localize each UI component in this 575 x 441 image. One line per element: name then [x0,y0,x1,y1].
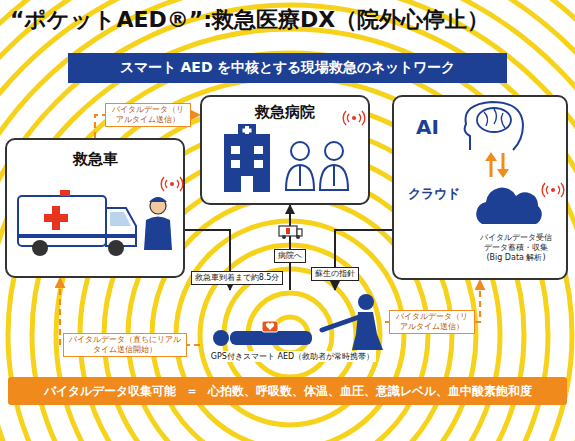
node-text: AI [416,115,439,139]
shape [241,176,253,192]
connector [335,230,392,290]
header-band: スマート AED を中核とする現場救急のネットワーク [68,53,507,83]
edge-label-box: バイタルデータ（直ちにリアルタイム送信開始） [63,333,187,356]
shape [297,229,302,236]
shape [243,129,252,133]
edge-label: 救急車到着まで約8.5分 [191,271,284,285]
signal-symbol [161,177,183,191]
edge-label-box: 病院へ [274,243,306,263]
node-text: GPS付きスマート AED（救助者が常時携帯） [209,351,376,362]
shape [144,217,172,251]
shape [262,321,278,332]
ring [0,5,575,441]
shape [149,197,167,202]
shape [231,160,240,168]
shape [279,226,297,236]
brain-icon [465,102,523,150]
node-text: バイタルデータ収集可能 [44,383,176,400]
sync-arrows [485,152,509,178]
shape [18,234,136,238]
shape [44,214,68,222]
edge-label: 病院へ [274,249,306,263]
shape [213,330,229,346]
signal-symbol [542,183,564,197]
ambulance-icon [18,190,136,256]
shape [490,160,493,177]
title-box: “ポケットAED®”:救急医療DX（院外心停止） [10,5,489,35]
shape [110,212,131,226]
ring [0,29,575,441]
shape [282,235,286,239]
shape [106,208,136,246]
edge-label-box: 救急車到着まで約8.5分 [191,265,284,285]
node-text: 心拍数、呼吸数、体温、血圧、意識レベル、血中酸素飽和度 [208,383,532,400]
shape [476,188,542,224]
shape [320,165,348,190]
node-text: クラウド [408,185,460,203]
signal-symbol [343,111,365,125]
node-text: スマート AED を中核とする現場救急のネットワーク [120,59,456,77]
shape [291,142,309,160]
shape [150,198,166,214]
edge-label-box: バイタルデータ（リアルタイム送信） [389,310,475,333]
edge-label-box: バイタルデータ（リアルタイム送信） [105,103,191,126]
shape [325,142,343,160]
node-text: 救急病院 [202,103,368,122]
shape [286,228,290,234]
shape [322,316,362,330]
shape [485,152,497,161]
shape [60,190,70,196]
edge-label-box: 蘇生の指針 [311,261,359,281]
shape [230,331,312,345]
shape [254,160,263,168]
title: “ポケットAED®”:救急医療DX（院外心停止） [10,5,489,35]
shape [299,166,301,186]
shape [358,294,374,310]
edge-label: バイタルデータ（直ちにリアルタイム送信開始） [63,333,187,356]
cloud-icon [476,188,542,224]
shape [296,235,300,239]
edge-label: バイタルデータ（リアルタイム送信） [105,103,191,126]
edge-label: 蘇生の指針 [311,267,359,281]
shape [254,146,263,154]
shape [32,240,48,256]
vital-band: バイタルデータ収集可能 ＝ 心拍数、呼吸数、体温、血圧、意識レベル、血中酸素飽和度 [8,377,567,405]
shape [266,323,274,330]
ring [176,221,404,441]
node-text: ＝ [186,383,198,400]
shape [497,169,509,178]
shape [231,146,240,154]
node-text: 救急車 [7,150,183,169]
rescuer-figure [322,294,383,350]
hospital-icon [224,124,270,192]
ring [8,53,572,441]
shape [333,166,335,186]
shape [18,196,106,246]
node-text: バイタルデータ受信 データ蓄積・収集 (Big Data 解析) [476,233,556,263]
mini-ambulance-icon [279,226,302,239]
shape [477,108,511,132]
edge-label: バイタルデータ（リアルタイム送信） [389,310,475,333]
shape [484,109,505,128]
doctor-icon [286,142,348,190]
shape [108,240,124,256]
connector [289,205,291,290]
patient-figure [213,321,312,346]
paramedic-icon [144,197,172,250]
shape [224,134,270,192]
shape [465,102,523,150]
shape [286,165,314,190]
shape [502,153,505,170]
